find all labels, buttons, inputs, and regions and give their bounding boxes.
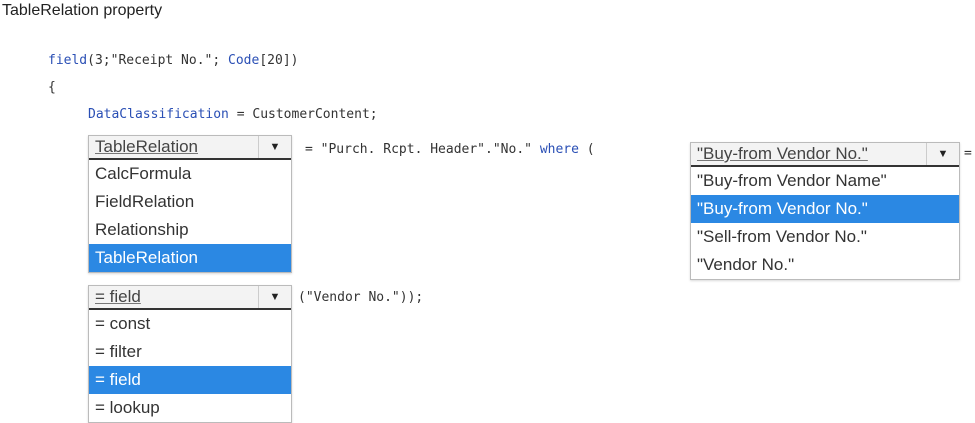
option-relationship[interactable]: Relationship: [95, 220, 189, 239]
code-text: (3;"Receipt No.";: [87, 53, 229, 68]
option-filter[interactable]: = filter: [95, 342, 142, 361]
chevron-down-icon[interactable]: ▼: [258, 286, 291, 308]
keyword: Code: [228, 53, 260, 68]
option-buy-from-vendor-name[interactable]: "Buy-from Vendor Name": [697, 171, 887, 190]
option-tablerelation[interactable]: TableRelation: [89, 244, 291, 272]
page-title: TableRelation property: [2, 2, 163, 19]
dropdown-value[interactable]: = field: [95, 287, 141, 306]
code-line-field: field(3;"Receipt No."; Code[20]): [48, 53, 298, 68]
code-line-classification: DataClassification = CustomerContent;: [88, 107, 378, 122]
chevron-down-icon[interactable]: ▼: [258, 136, 291, 158]
dropdown-value[interactable]: "Buy-from Vendor No.": [697, 144, 868, 163]
chevron-down-icon[interactable]: ▼: [926, 143, 959, 165]
field-dropdown[interactable]: "Buy-from Vendor No." ▼ "Buy-from Vendor …: [690, 142, 960, 280]
keyword: where: [539, 142, 579, 157]
code-line-field-ref: ("Vendor No."));: [298, 290, 424, 305]
option-const[interactable]: = const: [95, 314, 151, 333]
option-buy-from-vendor-no[interactable]: "Buy-from Vendor No.": [691, 195, 959, 223]
option-vendor-no[interactable]: "Vendor No.": [697, 255, 795, 274]
code-equals: =: [964, 146, 972, 161]
property-dropdown[interactable]: TableRelation ▼ CalcFormula FieldRelation…: [88, 135, 292, 273]
keyword: DataClassification: [88, 107, 229, 122]
code-brace: {: [48, 80, 56, 95]
keyword: field: [48, 53, 88, 68]
code-text: = CustomerContent;: [228, 107, 378, 122]
dropdown-value[interactable]: TableRelation: [95, 137, 199, 156]
option-calcformula[interactable]: CalcFormula: [95, 164, 192, 183]
option-fieldrelation[interactable]: FieldRelation: [95, 192, 195, 211]
code-line-relation: = "Purch. Rcpt. Header"."No." where (: [305, 142, 595, 157]
option-field[interactable]: = field: [89, 366, 291, 394]
code-text: [20]): [259, 53, 299, 68]
code-text: (: [578, 142, 595, 157]
option-sell-from-vendor-no[interactable]: "Sell-from Vendor No.": [697, 227, 867, 246]
option-lookup[interactable]: = lookup: [95, 398, 160, 417]
operator-dropdown[interactable]: = field ▼ = const = filter = field = look…: [88, 285, 292, 423]
code-text: = "Purch. Rcpt. Header"."No.": [305, 142, 540, 157]
